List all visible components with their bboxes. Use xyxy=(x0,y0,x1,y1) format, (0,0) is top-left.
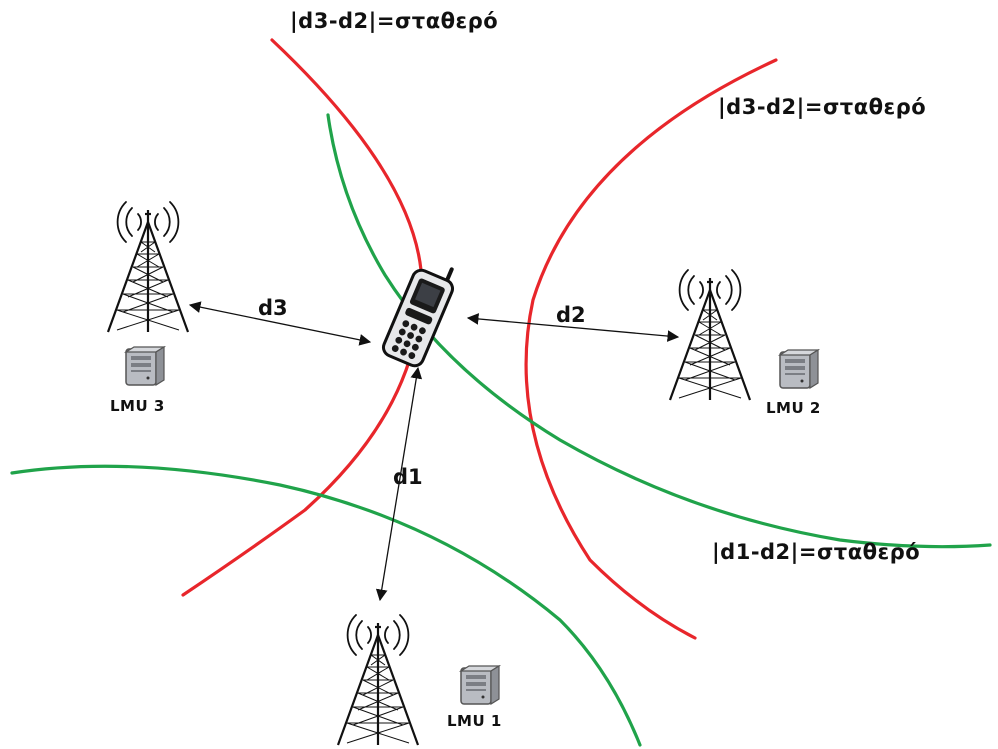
station-label-lmu3: LMU 3 xyxy=(110,397,165,415)
station-label-lmu2: LMU 2 xyxy=(766,399,821,417)
hyperbola-label-top: |d3-d2|=σταθερό xyxy=(290,9,498,34)
server-icon-lmu2 xyxy=(779,349,819,389)
distance-label-d2: d2 xyxy=(556,303,586,327)
hyperbola-red-left xyxy=(181,38,423,597)
hyperbola-green-upper xyxy=(326,113,992,549)
hyperbola-green-lower xyxy=(10,464,642,747)
distance-arrow-d1 xyxy=(375,366,423,602)
distance-arrow-d2 xyxy=(466,313,680,342)
server-icon-lmu3 xyxy=(125,346,165,386)
cell-tower-icon-lmu3 xyxy=(106,200,190,334)
mobile-phone-icon xyxy=(381,267,455,368)
distance-arrow-d3 xyxy=(188,301,372,346)
distance-label-d3: d3 xyxy=(258,296,288,320)
cell-tower-icon-lmu1 xyxy=(336,613,420,747)
station-label-lmu1: LMU 1 xyxy=(447,712,502,730)
hyperbola-label-right: |d3-d2|=σταθερό xyxy=(718,95,926,120)
hyperbola-red-right xyxy=(524,58,778,640)
distance-label-d1: d1 xyxy=(393,465,423,489)
cell-tower-icon-lmu2 xyxy=(668,268,752,402)
hyperbola-label-bottom: |d1-d2|=σταθερό xyxy=(712,540,920,565)
server-icon-lmu1 xyxy=(460,665,500,705)
